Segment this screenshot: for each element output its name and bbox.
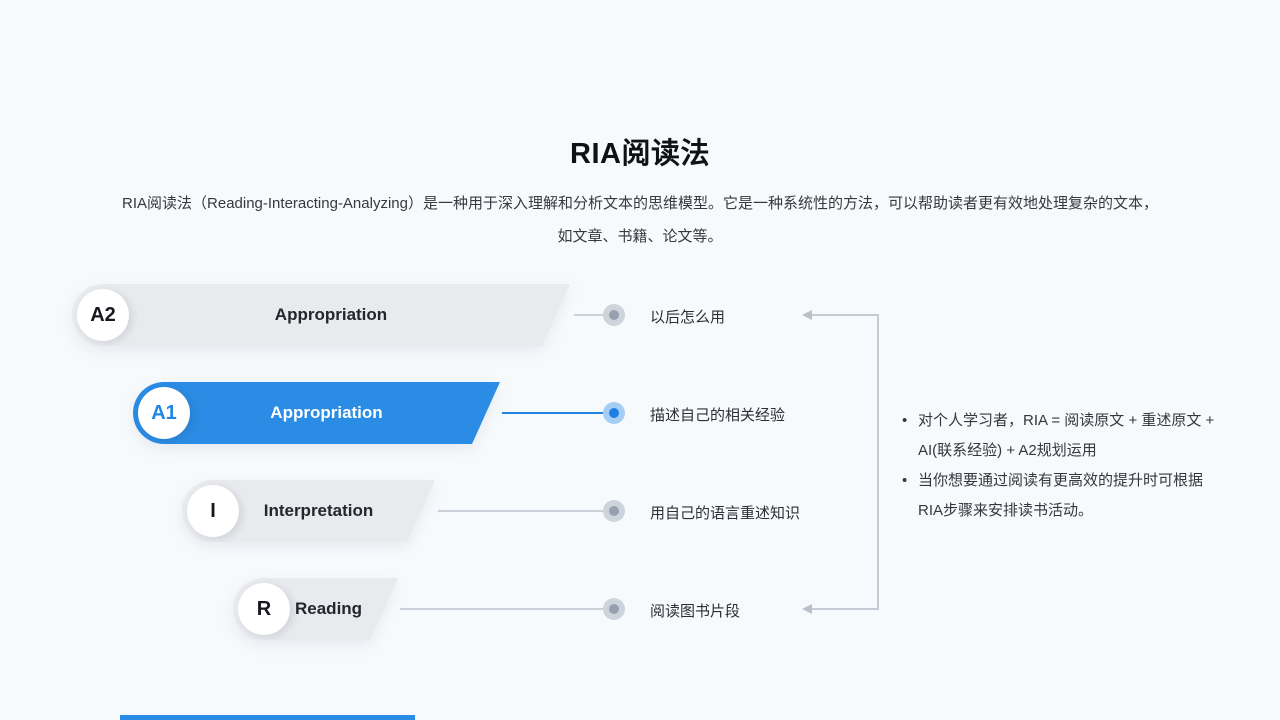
node-dot-icon-i bbox=[603, 500, 625, 522]
step-label-r: Reading bbox=[295, 599, 363, 618]
arrow-left-icon-top bbox=[802, 309, 812, 320]
connector-line-i bbox=[438, 510, 604, 512]
step-banner-r: R Reading bbox=[233, 578, 398, 640]
node-dot-icon-a1 bbox=[603, 402, 625, 424]
step-note-a2: 以后怎么用 bbox=[650, 309, 726, 326]
bottom-accent-bar bbox=[120, 715, 415, 720]
connector-line-a1 bbox=[502, 412, 610, 414]
banner-shape: A2 Appropriation bbox=[72, 284, 570, 346]
bullet-icon: • bbox=[902, 472, 908, 489]
step-badge-r: R bbox=[238, 583, 290, 635]
step-badge-i: I bbox=[187, 485, 239, 537]
step-label-a1: Appropriation bbox=[270, 403, 383, 422]
connector-line-r bbox=[400, 608, 604, 610]
step-label-i: Interpretation bbox=[263, 501, 374, 520]
arrow-left-icon-bottom bbox=[802, 603, 812, 614]
node-dot-core bbox=[609, 310, 619, 320]
bullet-icon: • bbox=[902, 412, 908, 429]
banner-shape: R Reading bbox=[233, 578, 398, 640]
step-note-a1: 描述自己的相关经验 bbox=[650, 407, 786, 424]
step-banner-a1: A1 Appropriation bbox=[133, 382, 500, 444]
node-dot-icon-r bbox=[603, 598, 625, 620]
description-line-2: 如文章、书籍、论文等。 bbox=[557, 228, 723, 245]
banner-shape: A1 Appropriation bbox=[133, 382, 500, 444]
step-banner-i: I Interpretation bbox=[182, 480, 435, 542]
step-note-i: 用自己的语言重述知识 bbox=[650, 505, 801, 522]
side-notes-panel: • 对个人学习者，RIA = 阅读原文 + 重述原文 + AI(联系经验) + … bbox=[902, 406, 1224, 526]
node-dot-icon-a2 bbox=[603, 304, 625, 326]
step-banner-a2: A2 Appropriation bbox=[72, 284, 570, 346]
description: RIA阅读法（Reading-Interacting-Analyzing）是一种… bbox=[65, 187, 1215, 253]
description-line-1: RIA阅读法（Reading-Interacting-Analyzing）是一种… bbox=[122, 195, 1158, 212]
node-dot-core bbox=[609, 506, 619, 516]
banner-shape: I Interpretation bbox=[182, 480, 435, 542]
bracket-bottom-line bbox=[812, 608, 878, 610]
node-dot-core bbox=[609, 604, 619, 614]
step-note-r: 阅读图书片段 bbox=[650, 603, 741, 620]
side-note-item: • 当你想要通过阅读有更高效的提升时可根据RIA步骤来安排读书活动。 bbox=[902, 466, 1224, 525]
step-badge-a1: A1 bbox=[138, 387, 190, 439]
page-title: RIA阅读法 bbox=[570, 138, 710, 170]
side-note-text: 当你想要通过阅读有更高效的提升时可根据RIA步骤来安排读书活动。 bbox=[918, 472, 1204, 519]
side-note-item: • 对个人学习者，RIA = 阅读原文 + 重述原文 + AI(联系经验) + … bbox=[902, 406, 1224, 465]
step-label-a2: Appropriation bbox=[274, 305, 388, 324]
connector-line-a2 bbox=[574, 314, 604, 316]
bracket-top-line bbox=[812, 314, 878, 316]
step-badge-a2: A2 bbox=[77, 289, 129, 341]
side-note-text: 对个人学习者，RIA = 阅读原文 + 重述原文 + AI(联系经验) + A2… bbox=[918, 412, 1215, 459]
node-dot-core bbox=[609, 408, 619, 418]
bracket-vertical-line bbox=[877, 314, 879, 610]
